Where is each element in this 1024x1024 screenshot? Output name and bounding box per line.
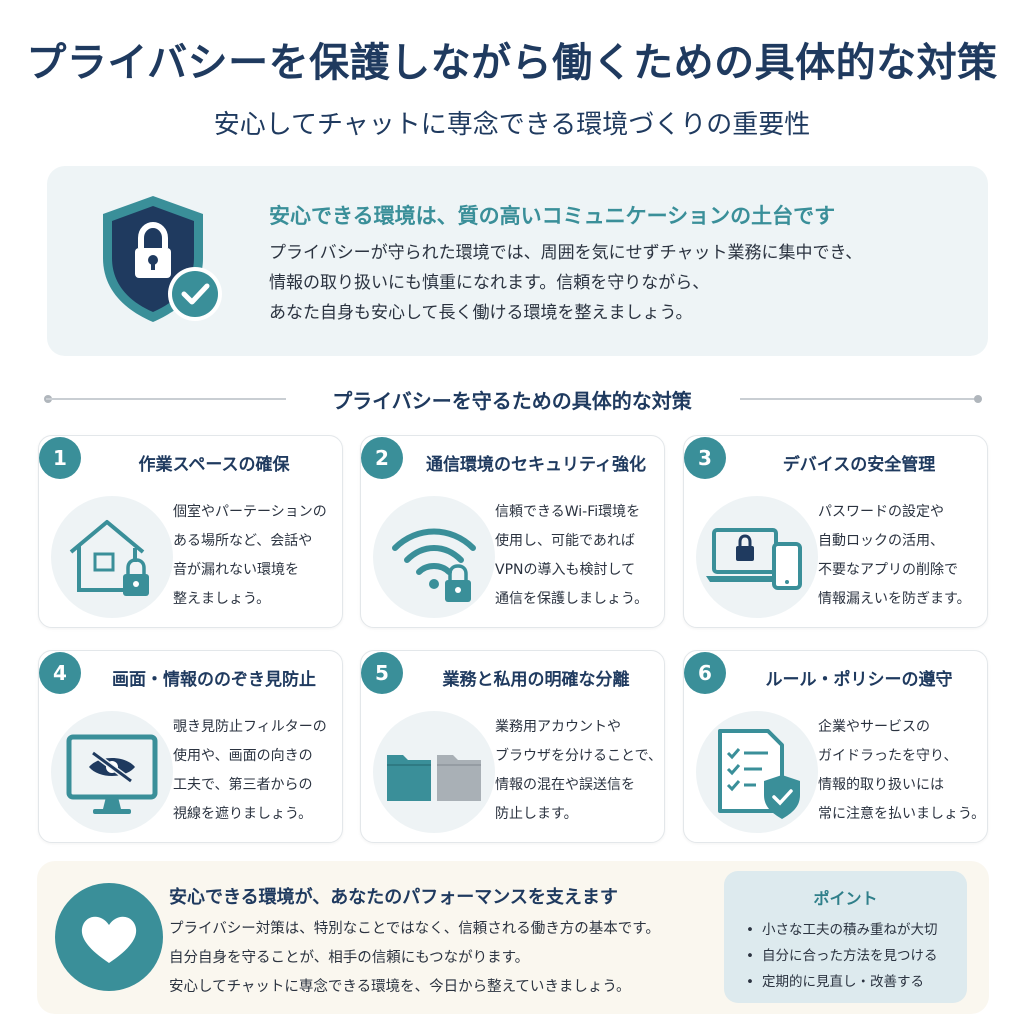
point-item: 小さな工夫の積み重ねが大切	[746, 917, 938, 943]
card-text-line: 情報的取り扱いには	[818, 777, 944, 793]
summary-line: 安心してチャットに専念できる環境を、今日から整えていきましょう。	[169, 979, 631, 995]
card-text: パスワードの設定や 自動ロックの活用、 不要なアプリの削除で 情報漏えいを防ぎま…	[818, 498, 990, 614]
wifi-lock-icon	[392, 528, 476, 602]
hero-line: あなた自身も安心して長く働ける環境を整えましょう。	[269, 303, 693, 323]
card-number-badge: 5	[361, 652, 403, 694]
card-icon-bg	[696, 496, 818, 618]
section-divider	[46, 398, 286, 400]
summary-text: プライバシー対策は、特別なことではなく、信頼される働き方の基本です。 自分自身を…	[169, 915, 660, 1002]
card-text: 信頼できるWi-Fi環境を 使用し、可能であれば VPNの導入も検討して 通信を…	[495, 498, 667, 614]
card-icon-bg	[51, 711, 173, 833]
devices-lock-icon	[706, 528, 802, 590]
card-text-line: 業務用アカウントや	[495, 719, 621, 735]
card-icon-bg	[373, 496, 495, 618]
hero-line: 情報の取り扱いにも慎重になれます。信頼を守りながら、	[269, 273, 710, 293]
card-text-line: 信頼できるWi-Fi環境を	[495, 504, 641, 520]
card-title: 作業スペースの確保	[138, 455, 290, 475]
card-text-line: 不要なアプリの削除で	[818, 562, 958, 578]
folders-icon	[387, 755, 481, 801]
card-text-line: 工夫で、第三者からの	[173, 777, 313, 793]
card-title: 業務と私用の明確な分離	[442, 670, 630, 690]
card-text-line: 視線を遮りましょう。	[173, 806, 313, 822]
hero-line: プライバシーが守られた環境では、周囲を気にせずチャット業務に集中でき、	[269, 243, 863, 263]
card-text-line: 音が漏れない環境を	[173, 562, 299, 578]
summary-panel: 安心できる環境が、あなたのパフォーマンスを支えます プライバシー対策は、特別なこ…	[37, 861, 989, 1014]
hero-heading: 安心できる環境は、質の高いコミュニケーションの土台です	[269, 204, 836, 228]
card-title: 通信環境のセキュリティ強化	[426, 455, 646, 475]
section-title: プライバシーを守るための具体的な対策	[332, 389, 692, 413]
house-lock-icon	[69, 520, 149, 596]
card-text-line: ある場所など、会話や	[173, 533, 313, 549]
measure-card-workspace: 1 作業スペースの確保 個室やパーテーションの ある場所など、会話や 音が漏れな…	[38, 435, 343, 628]
card-text-line: VPNの導入も検討して	[495, 562, 636, 578]
card-text-line: ガイドラったを守り、	[818, 748, 958, 764]
summary-heading: 安心できる環境が、あなたのパフォーマンスを支えます	[169, 887, 618, 908]
heart-badge	[55, 883, 163, 991]
point-item: 自分に合った方法を見つける	[746, 943, 938, 969]
card-text-line: パスワードの設定や	[818, 504, 944, 520]
card-text: 業務用アカウントや ブラウザを分けることで、 情報の混在や誤送信を 防止します。	[495, 713, 667, 829]
card-icon-bg	[373, 711, 495, 833]
hero-text: プライバシーが守られた環境では、周囲を気にせずチャット業務に集中でき、 情報の取…	[269, 238, 862, 328]
card-title: ルール・ポリシーの遵守	[765, 670, 953, 690]
card-text-line: 企業やサービスの	[818, 719, 930, 735]
section-divider	[740, 398, 978, 400]
card-text-line: ブラウザを分けることで、	[495, 748, 663, 764]
card-number-badge: 1	[39, 437, 81, 479]
card-text-line: 防止します。	[495, 806, 578, 822]
card-text-line: 自動ロックの活用、	[818, 533, 944, 549]
card-title: 画面・情報ののぞき見防止	[112, 670, 316, 690]
card-text-line: 個室やパーテーションの	[173, 504, 327, 520]
monitor-hidden-eye-icon	[66, 734, 158, 814]
measure-card-network: 2 通信環境のセキュリティ強化 信頼できるWi-Fi環境を 使用し、可能であれば…	[360, 435, 665, 628]
card-text-line: 情報漏えいを防ぎます。	[818, 591, 971, 607]
checklist-shield-icon	[718, 729, 800, 819]
section-divider-dot	[974, 395, 982, 403]
heart-icon	[81, 916, 137, 963]
point-list: 小さな工夫の積み重ねが大切 自分に合った方法を見つける 定期的に見直し・改善する	[746, 917, 938, 995]
card-number-badge: 6	[684, 652, 726, 694]
point-box: ポイント 小さな工夫の積み重ねが大切 自分に合った方法を見つける 定期的に見直し…	[724, 871, 967, 1003]
hero-panel: 安心できる環境は、質の高いコミュニケーションの土台です プライバシーが守られた環…	[47, 166, 988, 356]
measure-card-devices: 3 デバイスの安全管理 パスワードの設定や 自動ロックの活用、 不要なアプリの削…	[683, 435, 988, 628]
card-number-badge: 2	[361, 437, 403, 479]
summary-line: プライバシー対策は、特別なことではなく、信頼される働き方の基本です。	[169, 921, 660, 937]
card-icon-bg	[51, 496, 173, 618]
card-text: 個室やパーテーションの ある場所など、会話や 音が漏れない環境を 整えましょう。	[173, 498, 345, 614]
card-text-line: 情報の混在や誤送信を	[495, 777, 635, 793]
card-text-line: 常に注意を払いましょう。	[818, 806, 986, 822]
point-item: 定期的に見直し・改善する	[746, 969, 937, 995]
measure-card-policy: 6 ルール・ポリシーの遵守 企業やサービスの ガイドラったを守り、 情報的取り扱…	[683, 650, 988, 843]
card-text-line: 整えましょう。	[173, 591, 271, 607]
measure-card-separation: 5 業務と私用の明確な分離 業務用アカウントや ブラウザを分けることで、 情報の…	[360, 650, 665, 843]
card-text-line: 使用し、可能であれば	[495, 533, 635, 549]
measure-card-screen-privacy: 4 画面・情報ののぞき見防止 覗き見防止フィルターの 使用や、画面の向きの 工夫…	[38, 650, 343, 843]
page-subtitle: 安心してチャットに専念できる環境づくりの重要性	[213, 110, 811, 140]
card-title: デバイスの安全管理	[782, 455, 936, 475]
summary-line: 自分自身を守ることが、相手の信頼にもつながります。	[169, 950, 530, 966]
card-text: 覗き見防止フィルターの 使用や、画面の向きの 工夫で、第三者からの 視線を遮りま…	[173, 713, 345, 829]
shield-lock-icon	[103, 196, 222, 322]
card-text-line: 覗き見防止フィルターの	[173, 719, 327, 735]
point-title: ポイント	[813, 889, 878, 908]
card-text: 企業やサービスの ガイドラったを守り、 情報的取り扱いには 常に注意を払いましょ…	[818, 713, 990, 829]
card-text-line: 通信を保護しましょう。	[495, 591, 649, 607]
card-number-badge: 3	[684, 437, 726, 479]
card-icon-bg	[696, 711, 818, 833]
card-number-badge: 4	[39, 652, 81, 694]
page-title: プライバシーを保護しながら働くための具体的な対策	[26, 40, 998, 86]
card-text-line: 使用や、画面の向きの	[173, 748, 313, 764]
